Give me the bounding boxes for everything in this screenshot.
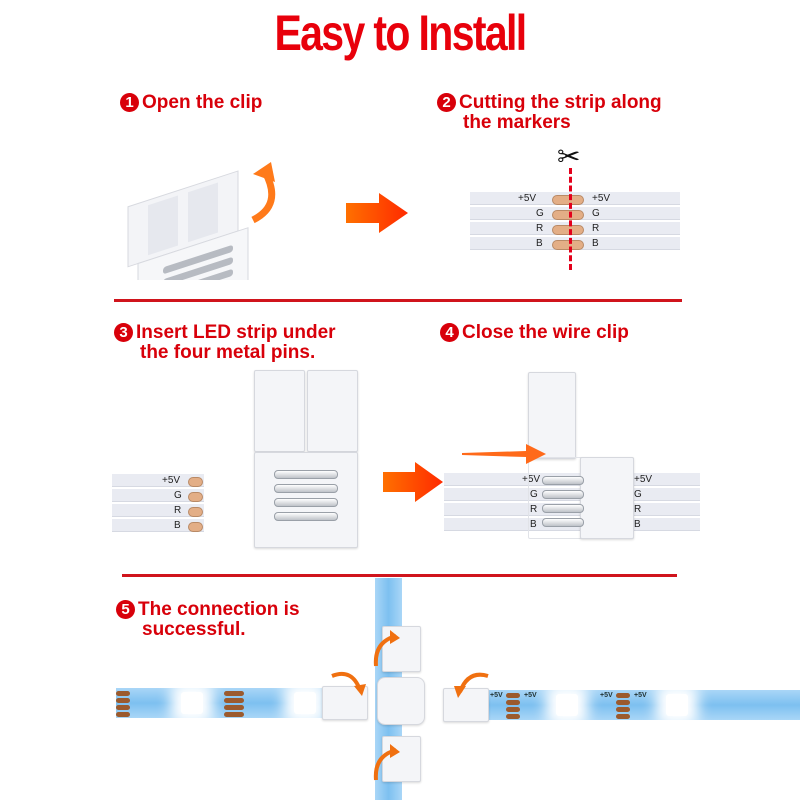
clip-top	[382, 626, 421, 672]
step-2-text: Cutting the strip along	[459, 92, 662, 113]
label-b: B	[634, 519, 641, 530]
step-1-text: Open the clip	[142, 92, 263, 113]
label-b: B	[592, 238, 599, 249]
next-arrow-icon	[346, 193, 408, 233]
label-g: G	[592, 208, 600, 219]
label-b: B	[174, 520, 181, 531]
step-5-text: The connection is	[138, 599, 300, 620]
step-4-text: Close the wire clip	[462, 322, 629, 343]
label-r: R	[174, 505, 182, 516]
label-g: G	[536, 208, 544, 219]
open-clip-illustration	[127, 170, 249, 280]
section-divider	[122, 574, 677, 577]
label-5v: +5V	[490, 692, 503, 699]
scissors-icon: ✂	[557, 141, 581, 172]
inserted-strip-illustration: +5V G R B +5V G R B	[444, 473, 700, 533]
cut-strip-illustration: +5V G R B +5V G R B	[470, 192, 680, 252]
strip-end-illustration: +5V G R B	[112, 474, 204, 534]
step-5-text-line2: successful.	[142, 619, 246, 640]
label-r: R	[536, 223, 544, 234]
clip-right	[443, 688, 489, 722]
step-number-badge: 3	[114, 323, 133, 342]
step-3-text-line2: the four metal pins.	[140, 342, 316, 363]
solder-pad	[552, 195, 584, 205]
label-g: G	[634, 489, 642, 500]
curved-arrow-icon	[373, 744, 400, 781]
x-connector-hub	[377, 677, 425, 725]
label-5v: +5V	[522, 474, 541, 485]
label-5v: +5V	[162, 475, 181, 486]
label-r: R	[592, 223, 600, 234]
curved-arrow-icon	[454, 672, 489, 698]
step-number-badge: 5	[116, 600, 135, 619]
step-number-badge: 2	[437, 93, 456, 112]
step-number-badge: 1	[120, 93, 139, 112]
led-strip-right: +5V +5V +5V +5V	[488, 690, 800, 720]
curved-arrow-icon	[373, 630, 400, 667]
label-r: R	[530, 504, 538, 515]
label-g: G	[174, 490, 182, 501]
label-5v: +5V	[634, 474, 653, 485]
label-b: B	[536, 238, 543, 249]
label-5v: +5V	[518, 193, 537, 204]
label-5v: +5V	[524, 692, 537, 699]
clip-bottom	[382, 736, 421, 782]
step-number-badge: 4	[440, 323, 459, 342]
step-3-text: Insert LED strip under	[136, 322, 336, 343]
cut-line	[569, 168, 572, 270]
open-connector-illustration	[254, 370, 358, 548]
curved-arrow-icon	[331, 671, 366, 696]
label-b: B	[530, 519, 537, 530]
push-arrow-icon	[462, 444, 546, 464]
label-g: G	[530, 489, 538, 500]
label-5v: +5V	[592, 193, 611, 204]
next-arrow-icon	[383, 462, 443, 502]
led-strip-left	[116, 688, 328, 718]
solder-pad	[552, 210, 584, 220]
solder-pad	[552, 225, 584, 235]
section-divider	[114, 299, 682, 302]
label-5v: +5V	[634, 692, 647, 699]
solder-pad	[552, 240, 584, 250]
closing-connector-illustration	[528, 372, 634, 542]
label-5v: +5V	[600, 692, 613, 699]
page-title: Easy to Install	[274, 5, 527, 61]
curved-arrow-icon	[251, 162, 276, 224]
step-2-text-line2: the markers	[463, 112, 571, 133]
label-r: R	[634, 504, 642, 515]
